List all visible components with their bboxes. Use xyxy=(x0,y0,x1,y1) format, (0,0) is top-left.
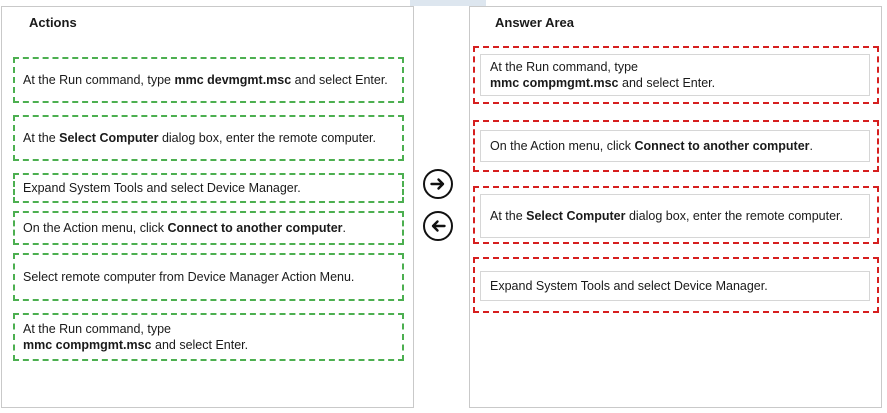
answer-slot-4[interactable]: Expand System Tools and select Device Ma… xyxy=(473,257,879,313)
arrow-right-circle-icon xyxy=(430,178,445,190)
move-right-button[interactable] xyxy=(423,169,453,199)
action-item-device-manager-menu[interactable]: Select remote computer from Device Manag… xyxy=(13,253,404,301)
action-item-text: At the Select Computer dialog box, enter… xyxy=(23,131,376,145)
action-item-text: Expand System Tools and select Device Ma… xyxy=(23,181,301,195)
action-item-run-devmgmt[interactable]: At the Run command, type mmc devmgmt.msc… xyxy=(13,57,404,103)
action-item-text: At the Run command, type mmc devmgmt.msc… xyxy=(23,73,388,87)
top-accent-bar xyxy=(410,0,486,6)
answer-slot-3[interactable]: At the Select Computer dialog box, enter… xyxy=(473,186,879,244)
answer-area-title: Answer Area xyxy=(495,15,574,30)
answer-item-connect-computer[interactable]: On the Action menu, click Connect to ano… xyxy=(480,130,870,162)
move-left-button[interactable] xyxy=(423,211,453,241)
action-item-connect-computer[interactable]: On the Action menu, click Connect to ano… xyxy=(13,211,404,245)
answer-slot-2[interactable]: On the Action menu, click Connect to ano… xyxy=(473,120,879,172)
answer-item-expand-system-tools[interactable]: Expand System Tools and select Device Ma… xyxy=(480,271,870,301)
action-item-select-computer[interactable]: At the Select Computer dialog box, enter… xyxy=(13,115,404,161)
answer-item-text: On the Action menu, click Connect to ano… xyxy=(490,139,814,153)
answer-item-select-computer[interactable]: At the Select Computer dialog box, enter… xyxy=(480,194,870,238)
arrow-left-circle-icon xyxy=(431,220,446,232)
actions-title: Actions xyxy=(29,15,77,30)
action-item-expand-system-tools[interactable]: Expand System Tools and select Device Ma… xyxy=(13,173,404,203)
actions-panel: Actions At the Run command, type mmc dev… xyxy=(1,6,414,408)
action-item-text: On the Action menu, click Connect to ano… xyxy=(23,221,347,235)
answer-item-text: Expand System Tools and select Device Ma… xyxy=(490,279,768,293)
answer-item-text: At the Select Computer dialog box, enter… xyxy=(490,209,843,223)
action-item-text: Select remote computer from Device Manag… xyxy=(23,270,355,284)
